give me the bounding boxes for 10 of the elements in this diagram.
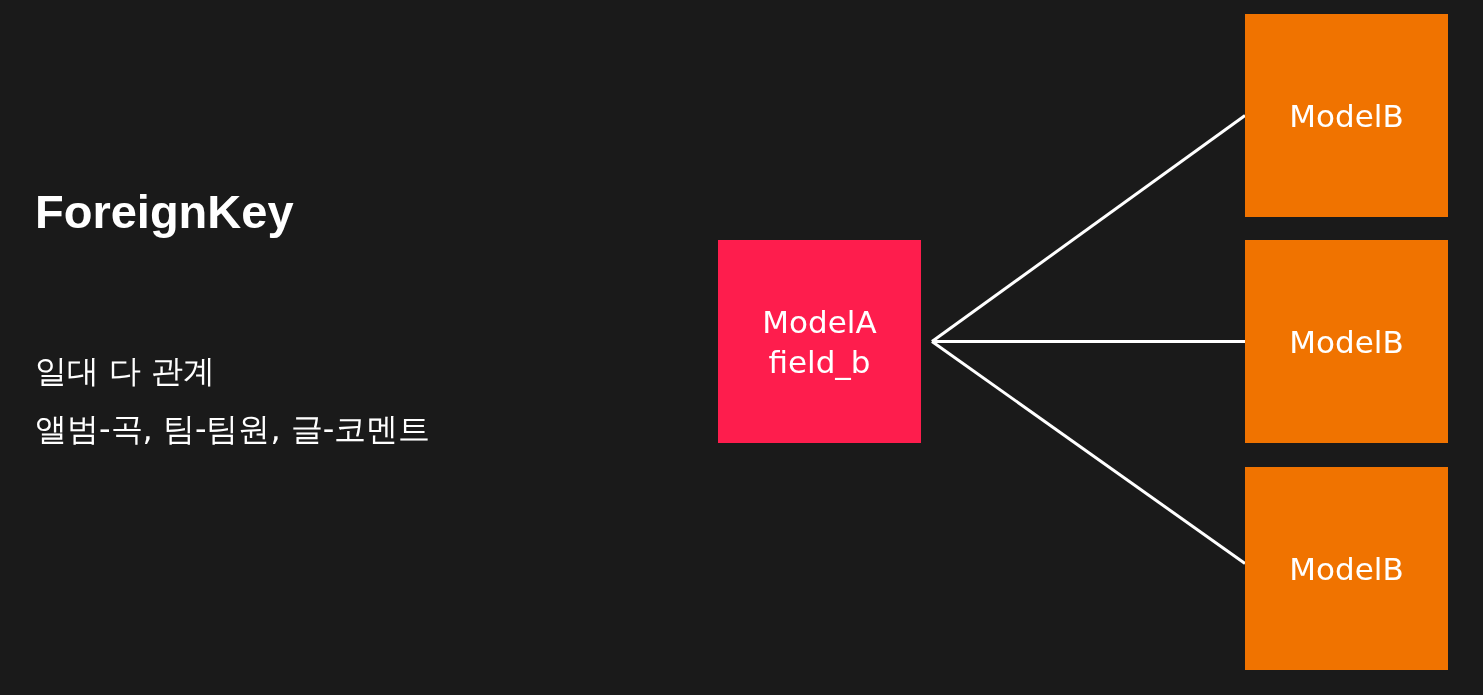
description-text: 일대 다 관계 bbox=[35, 351, 216, 392]
title: ForeignKey bbox=[35, 184, 294, 239]
model-box: ModelB bbox=[1245, 14, 1448, 217]
model-box: ModelB bbox=[1245, 467, 1448, 670]
model-box: ModelB bbox=[1245, 240, 1448, 443]
connector-line bbox=[932, 340, 1245, 343]
description-text: 앨범-곡, 팀-팀원, 글-코멘트 bbox=[35, 409, 431, 450]
model-box: ModelA field_b bbox=[718, 240, 921, 443]
connector-line bbox=[931, 340, 1246, 565]
connector-line bbox=[931, 114, 1246, 343]
